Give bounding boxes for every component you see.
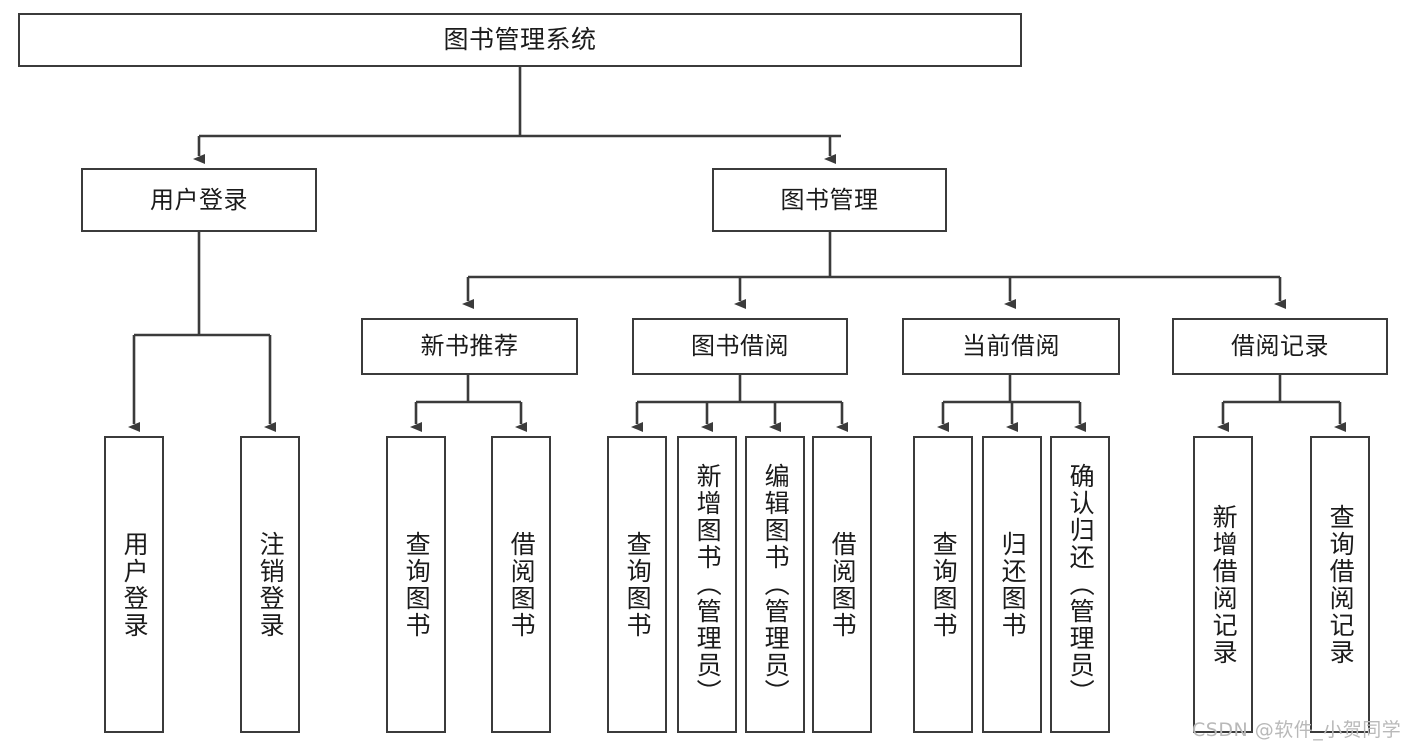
leaf-book-borrow-add[interactable]: 新增图书（管理员） — [677, 436, 737, 733]
node-label: 借阅图书 — [828, 530, 858, 639]
leaf-borrow-record-search[interactable]: 查询借阅记录 — [1310, 436, 1370, 733]
node-label: 归还图书 — [998, 530, 1028, 639]
node-new-book-recommend[interactable]: 新书推荐 — [361, 318, 578, 375]
leaf-book-borrow-borrow[interactable]: 借阅图书 — [812, 436, 872, 733]
leaf-user-login-login[interactable]: 用户登录 — [104, 436, 164, 733]
node-label: 图书管理系统 — [443, 25, 597, 55]
node-book-borrow[interactable]: 图书借阅 — [632, 318, 848, 375]
leaf-user-login-logout[interactable]: 注销登录 — [240, 436, 300, 733]
node-label: 编辑图书（管理员） — [761, 463, 791, 706]
leaf-current-borrow-return[interactable]: 归还图书 — [982, 436, 1042, 733]
node-label: 查询图书 — [623, 530, 653, 639]
node-label: 图书借阅 — [691, 332, 789, 361]
node-label: 用户登录 — [150, 185, 248, 214]
node-root[interactable]: 图书管理系统 — [18, 13, 1022, 67]
leaf-current-borrow-search[interactable]: 查询图书 — [913, 436, 973, 733]
node-borrow-record[interactable]: 借阅记录 — [1172, 318, 1388, 375]
node-label: 图书管理 — [780, 185, 879, 214]
leaf-book-borrow-search[interactable]: 查询图书 — [607, 436, 667, 733]
node-label: 注销登录 — [256, 530, 286, 639]
watermark: CSDN @软件_小贺同学 — [1192, 719, 1402, 741]
node-label: 新增图书（管理员） — [693, 463, 723, 706]
node-label: 查询图书 — [402, 530, 432, 639]
node-book-management[interactable]: 图书管理 — [712, 168, 947, 232]
leaf-borrow-record-add[interactable]: 新增借阅记录 — [1193, 436, 1253, 733]
leaf-new-book-borrow[interactable]: 借阅图书 — [491, 436, 551, 733]
node-label: 查询借阅记录 — [1326, 503, 1356, 666]
leaf-new-book-search[interactable]: 查询图书 — [386, 436, 446, 733]
node-label: 查询图书 — [929, 530, 959, 639]
node-label: 新书推荐 — [420, 332, 519, 361]
node-label: 确认归还（管理员） — [1066, 463, 1096, 706]
node-label: 借阅记录 — [1231, 332, 1329, 361]
node-label: 用户登录 — [120, 530, 150, 639]
leaf-current-borrow-confirm-return[interactable]: 确认归还（管理员） — [1050, 436, 1110, 733]
node-user-login[interactable]: 用户登录 — [81, 168, 317, 232]
leaf-book-borrow-edit[interactable]: 编辑图书（管理员） — [745, 436, 805, 733]
node-label: 借阅图书 — [507, 530, 537, 639]
node-current-borrow[interactable]: 当前借阅 — [902, 318, 1120, 375]
node-label: 当前借阅 — [962, 332, 1060, 361]
node-label: 新增借阅记录 — [1209, 503, 1239, 666]
